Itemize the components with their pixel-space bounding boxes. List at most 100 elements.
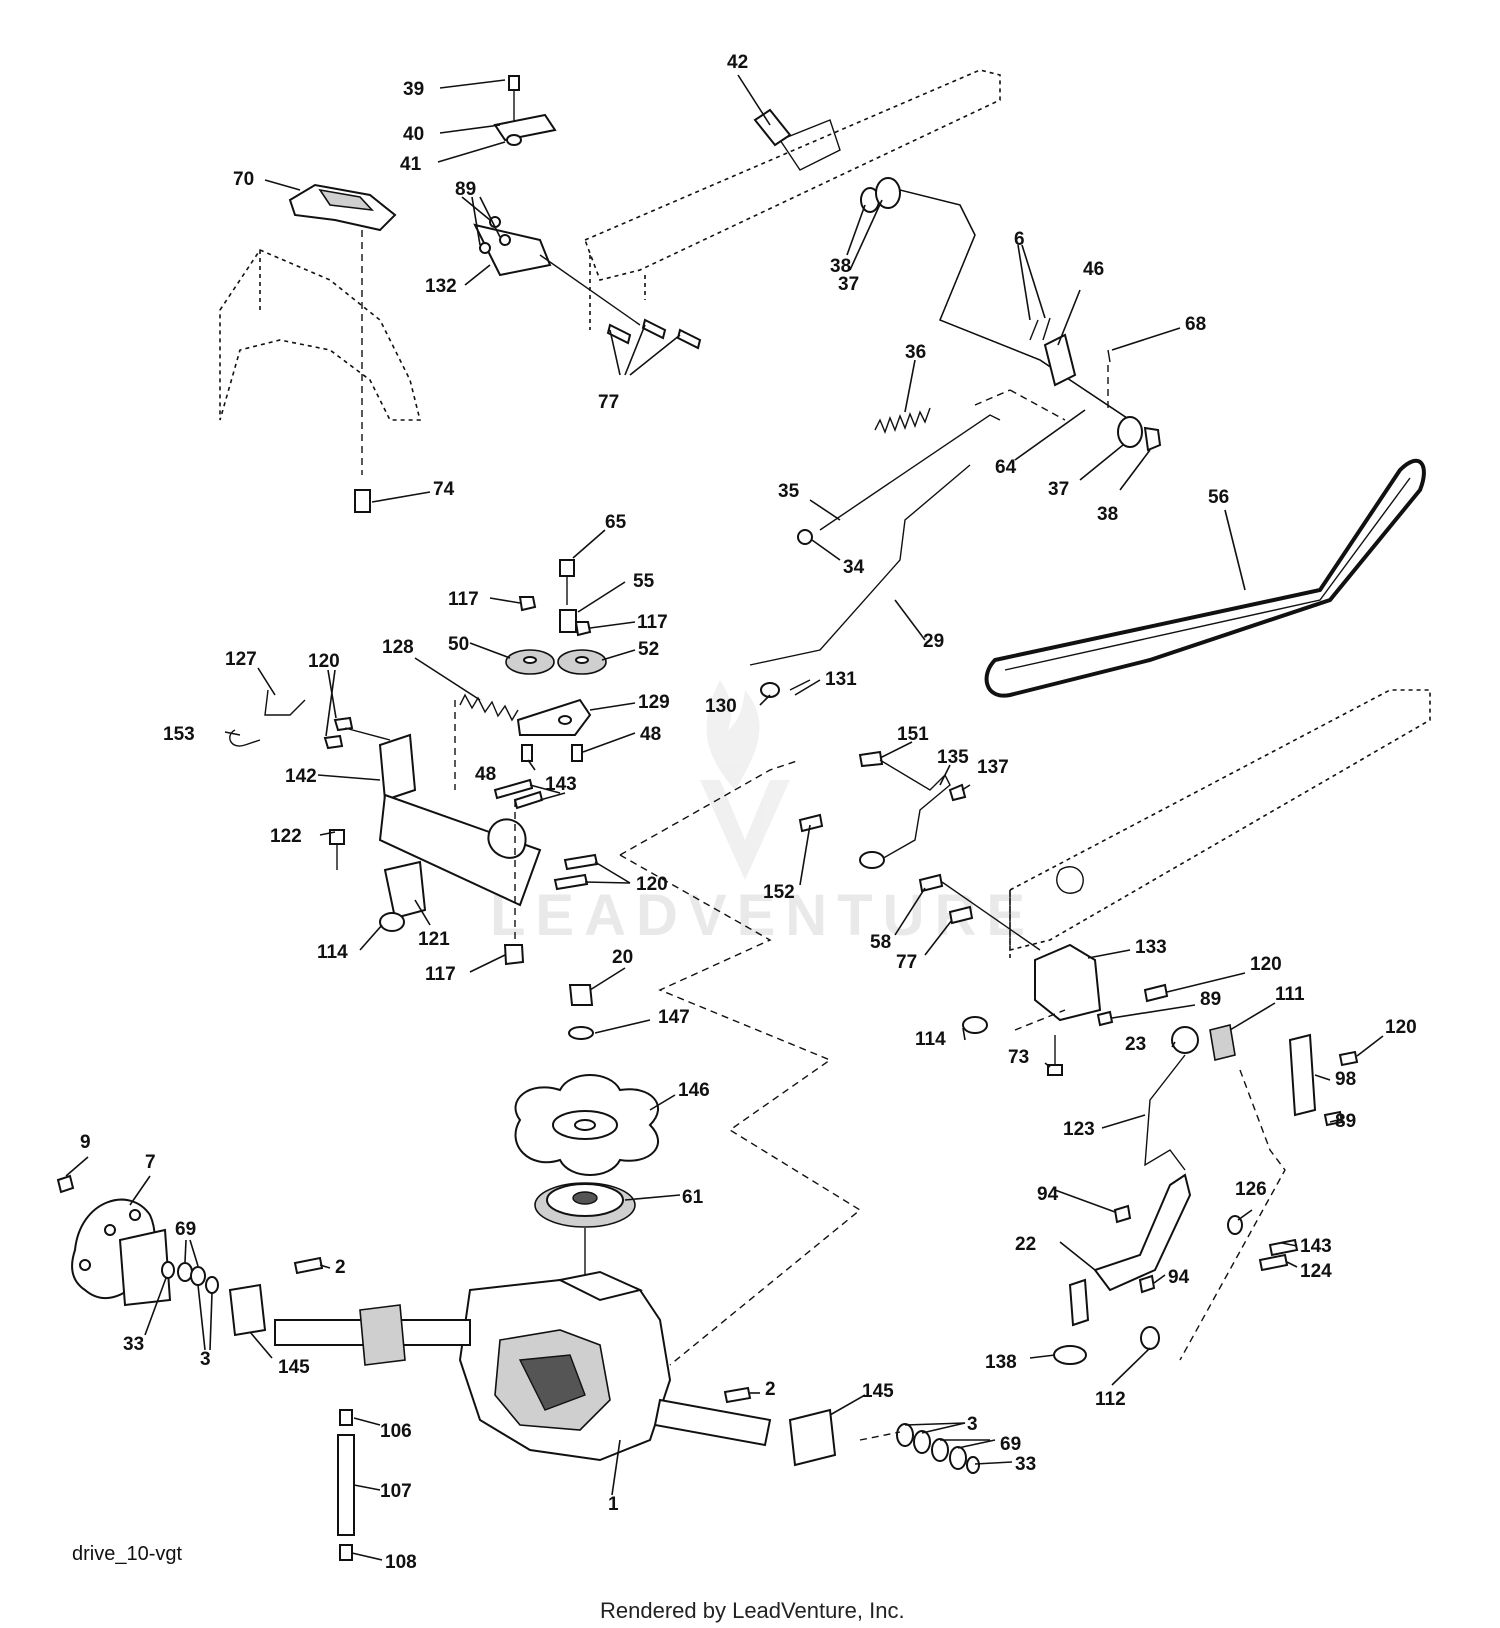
part-35-rod (819, 389, 1066, 531)
callout-41: 41 (400, 154, 422, 175)
part-129-idler-arm (516, 698, 592, 736)
part-123-lever (1144, 1054, 1186, 1171)
callout-89-right: 89 (1200, 989, 1221, 1010)
callout-111: 111 (1275, 984, 1305, 1005)
frame-rail-upper (583, 69, 1001, 330)
callout-152: 152 (763, 882, 795, 903)
callout-61: 61 (682, 1187, 704, 1208)
callout-89-lower: 89 (1335, 1111, 1356, 1132)
callout-153: 153 (163, 724, 195, 745)
callout-120-d: 120 (1385, 1017, 1417, 1038)
callout-48-left: 48 (475, 764, 496, 785)
leader-lines (65, 74, 1384, 1561)
callout-143-middle: 143 (545, 774, 577, 795)
part-151-135-137-link (858, 750, 967, 861)
callout-120-a: 120 (308, 651, 340, 672)
part-70-cover (288, 183, 397, 475)
callout-128: 128 (382, 637, 414, 658)
callout-46: 46 (1083, 259, 1104, 280)
part-106-107-108-rod (337, 1409, 355, 1561)
callout-56: 56 (1208, 487, 1229, 508)
watermark: LEADVENTURE (490, 680, 1035, 948)
part-89-nut-right (1096, 1010, 1114, 1027)
callout-33-left: 33 (123, 1334, 144, 1355)
callout-89-top: 89 (455, 179, 476, 200)
callout-133: 133 (1135, 937, 1167, 958)
part-9-bolt (56, 1174, 75, 1194)
callout-58: 58 (870, 932, 891, 953)
callout-138: 138 (985, 1352, 1017, 1373)
part-114-nut-right (962, 1016, 988, 1034)
part-7-hub (71, 1198, 172, 1307)
callout-120-b: 120 (636, 874, 668, 895)
callout-36: 36 (905, 342, 926, 363)
callout-117-c: 117 (425, 964, 456, 985)
axle-left (274, 1304, 471, 1366)
part-29-rod (749, 464, 971, 666)
callout-74: 74 (433, 479, 455, 500)
callout-114-right: 114 (915, 1029, 946, 1050)
callout-23: 23 (1125, 1034, 1146, 1055)
part-39-40-41-clamp (493, 75, 557, 146)
part-126-143-124 (1227, 1215, 1299, 1272)
callout-6: 6 (1014, 229, 1025, 250)
callout-73: 73 (1008, 1047, 1029, 1068)
part-50-52-idler-pulleys (505, 649, 607, 675)
callout-33-right: 33 (1015, 1454, 1036, 1475)
part-94-bolts (1113, 1204, 1156, 1294)
callout-39: 39 (403, 79, 424, 100)
callout-37-bottom: 37 (1048, 479, 1069, 500)
callout-77-bottom: 77 (896, 952, 917, 973)
callout-1: 1 (608, 1494, 619, 1515)
part-133-bracket (1034, 943, 1102, 1022)
part-77-bolts (606, 318, 702, 350)
callout-55: 55 (633, 571, 655, 592)
callout-142: 142 (285, 766, 317, 787)
frame-rail-lower (1009, 689, 1431, 960)
callout-147: 147 (658, 1007, 690, 1028)
callout-20: 20 (612, 947, 633, 968)
part-56-belt (984, 458, 1426, 698)
callout-48-right: 48 (640, 724, 661, 745)
callout-69-right: 69 (1000, 1434, 1021, 1455)
callout-145-left: 145 (278, 1357, 310, 1378)
part-20-147-nut-washer (568, 984, 594, 1040)
part-132-bracket (473, 216, 641, 326)
part-121-bracket (383, 860, 427, 920)
part-34-ball (797, 529, 813, 545)
part-36-spring (874, 407, 931, 434)
callout-122: 122 (270, 826, 302, 847)
callout-35: 35 (778, 481, 800, 502)
callout-38-top: 38 (830, 256, 851, 277)
footer-credit: Rendered by LeadVenture, Inc. (600, 1598, 905, 1623)
part-23-knob (1171, 1026, 1199, 1054)
axle-right (653, 1398, 772, 1447)
callout-2-right: 2 (765, 1379, 776, 1400)
diagram-id-label: drive_10-vgt (72, 1543, 183, 1565)
part-65-55-bolt-spacer (559, 559, 577, 633)
part-68-pin (1107, 349, 1111, 410)
part-74-nut (354, 489, 371, 513)
callout-131: 131 (825, 669, 857, 690)
part-128-spring (454, 693, 519, 790)
watermark-text: LEADVENTURE (490, 883, 1035, 948)
part-2-keys (293, 1256, 752, 1404)
callout-9: 9 (80, 1132, 91, 1153)
callout-22: 22 (1015, 1234, 1036, 1255)
part-1-transaxle (458, 1270, 672, 1462)
callout-labels: 39 40 41 42 70 89 132 77 38 37 6 46 68 3… (80, 52, 1417, 1573)
part-114-nut-left (379, 912, 405, 932)
part-37-38-washers-upper (860, 177, 901, 213)
part-120-bolts-lower (553, 853, 599, 891)
callout-29: 29 (923, 631, 944, 652)
part-58-77-bolts (918, 873, 1041, 951)
part-111-bushing (1209, 1024, 1236, 1061)
callout-42: 42 (727, 52, 748, 73)
part-127-153-pin (229, 689, 306, 747)
part-98-bracket (1288, 1033, 1359, 1127)
callout-68: 68 (1185, 314, 1206, 335)
guide-lines-right (1014, 1009, 1286, 1361)
callout-123: 123 (1063, 1119, 1095, 1140)
callout-146: 146 (678, 1080, 710, 1101)
